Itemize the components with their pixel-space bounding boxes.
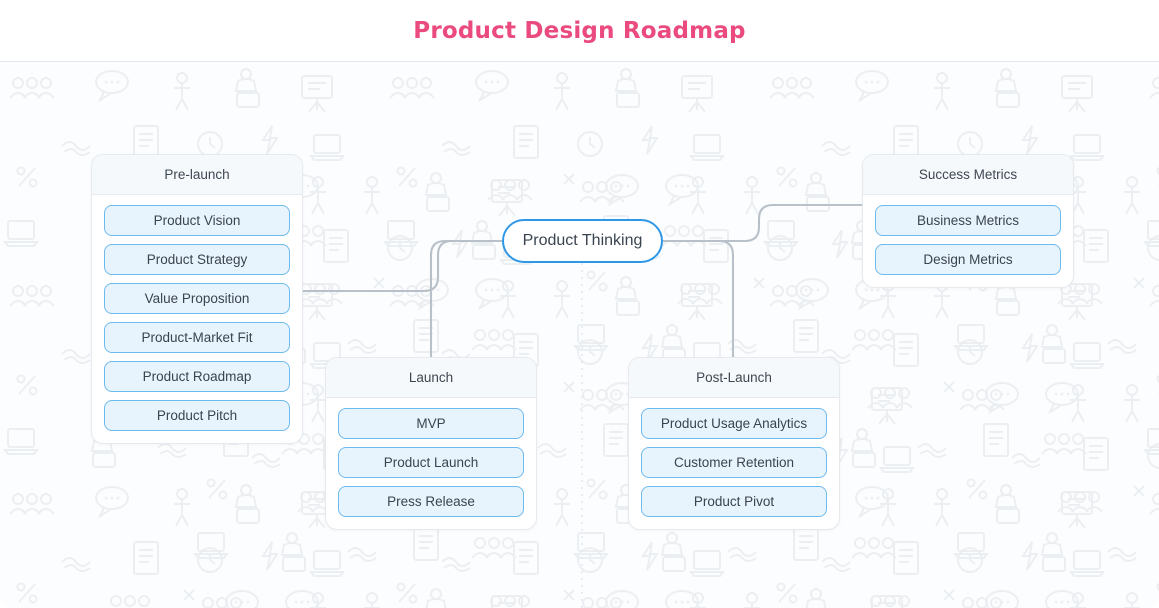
connector-center-to-launch bbox=[429, 239, 504, 359]
card-post-launch-body: Product Usage Analytics Customer Retenti… bbox=[629, 398, 839, 529]
pill-label: Value Proposition bbox=[144, 291, 250, 306]
card-launch-body: MVP Product Launch Press Release bbox=[326, 398, 536, 529]
pill-product-market-fit[interactable]: Product-Market Fit bbox=[104, 322, 290, 353]
pill-label: Customer Retention bbox=[673, 455, 795, 470]
pill-value-proposition[interactable]: Value Proposition bbox=[104, 283, 290, 314]
pill-press-release[interactable]: Press Release bbox=[338, 486, 524, 517]
card-post-launch-title: Post-Launch bbox=[696, 370, 772, 385]
pill-product-vision[interactable]: Product Vision bbox=[104, 205, 290, 236]
pill-label: Product Usage Analytics bbox=[660, 416, 808, 431]
card-launch-header: Launch bbox=[326, 358, 536, 398]
pill-label: Product-Market Fit bbox=[141, 330, 253, 345]
pill-label: Design Metrics bbox=[923, 252, 1013, 267]
card-prelaunch-title: Pre-launch bbox=[164, 167, 230, 182]
pill-mvp[interactable]: MVP bbox=[338, 408, 524, 439]
card-launch[interactable]: Launch MVP Product Launch Press Release bbox=[325, 357, 537, 530]
center-node-label: Product Thinking bbox=[522, 232, 643, 249]
pill-label: Product Launch bbox=[383, 455, 479, 470]
pill-product-roadmap[interactable]: Product Roadmap bbox=[104, 361, 290, 392]
card-prelaunch-header: Pre-launch bbox=[92, 155, 302, 195]
card-success-metrics-header: Success Metrics bbox=[863, 155, 1073, 195]
pill-product-launch[interactable]: Product Launch bbox=[338, 447, 524, 478]
pill-product-pivot[interactable]: Product Pivot bbox=[641, 486, 827, 517]
pill-label: Product Pivot bbox=[693, 494, 775, 509]
pill-product-usage-analytics[interactable]: Product Usage Analytics bbox=[641, 408, 827, 439]
page-header: Product Design Roadmap bbox=[0, 0, 1159, 62]
pill-label: Product Roadmap bbox=[142, 369, 252, 384]
pill-product-pitch[interactable]: Product Pitch bbox=[104, 400, 290, 431]
connector-center-to-prelaunch bbox=[301, 239, 504, 293]
center-node-product-thinking[interactable]: Product Thinking bbox=[502, 219, 663, 263]
card-post-launch[interactable]: Post-Launch Product Usage Analytics Cust… bbox=[628, 357, 840, 530]
pill-label: Product Vision bbox=[153, 213, 241, 228]
pill-label: Product Strategy bbox=[146, 252, 248, 267]
pill-label: Press Release bbox=[387, 494, 475, 509]
connector-center-to-success bbox=[661, 203, 864, 243]
pill-label: MVP bbox=[416, 416, 446, 431]
pill-label: Business Metrics bbox=[916, 213, 1020, 228]
card-success-metrics-title: Success Metrics bbox=[918, 167, 1018, 182]
pill-customer-retention[interactable]: Customer Retention bbox=[641, 447, 827, 478]
page-title: Product Design Roadmap bbox=[413, 17, 746, 44]
pill-label: Product Pitch bbox=[156, 408, 238, 423]
pill-product-strategy[interactable]: Product Strategy bbox=[104, 244, 290, 275]
card-success-metrics[interactable]: Success Metrics Business Metrics Design … bbox=[862, 154, 1074, 288]
mindmap-canvas: Product Thinking Pre-launch Product Visi… bbox=[0, 62, 1159, 608]
card-prelaunch-body: Product Vision Product Strategy Value Pr… bbox=[92, 195, 302, 443]
card-launch-title: Launch bbox=[408, 370, 454, 385]
card-success-metrics-body: Business Metrics Design Metrics bbox=[863, 195, 1073, 287]
connector-center-to-postlaunch bbox=[661, 239, 735, 359]
pill-design-metrics[interactable]: Design Metrics bbox=[875, 244, 1061, 275]
card-prelaunch[interactable]: Pre-launch Product Vision Product Strate… bbox=[91, 154, 303, 444]
pill-business-metrics[interactable]: Business Metrics bbox=[875, 205, 1061, 236]
card-post-launch-header: Post-Launch bbox=[629, 358, 839, 398]
